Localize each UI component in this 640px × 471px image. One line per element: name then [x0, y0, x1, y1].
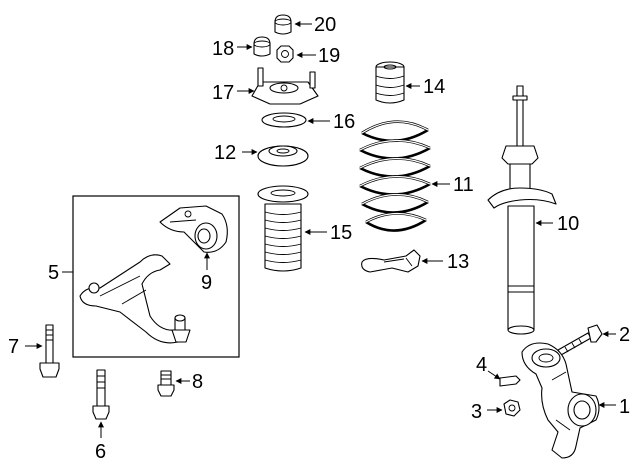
- part-1-steering-knuckle[interactable]: [521, 342, 600, 459]
- callout-9-label: 9: [201, 272, 212, 294]
- callout-13-label: 13: [447, 251, 469, 273]
- callout-18-label: 18: [212, 38, 234, 60]
- callout-1-label: 1: [619, 396, 630, 418]
- callout-7-label: 7: [8, 336, 19, 358]
- callout-8-label: 8: [192, 371, 203, 393]
- callout-4-label: 4: [476, 354, 487, 376]
- callout-14: 14: [405, 76, 445, 98]
- part-9-arm-bushing[interactable]: [159, 205, 228, 253]
- part-17-strut-mount[interactable]: [251, 67, 319, 105]
- part-7-bolt[interactable]: [39, 324, 60, 378]
- callout-15: 15: [304, 222, 352, 244]
- part-19-nut[interactable]: [276, 45, 294, 63]
- control-arm-group-box: [72, 195, 240, 358]
- callout-5-label: 5: [48, 262, 59, 284]
- part-6-bolt[interactable]: [92, 369, 110, 420]
- callout-6: 6: [95, 421, 106, 463]
- callout-14-label: 14: [423, 76, 445, 98]
- callout-20-label: 20: [314, 14, 336, 36]
- callout-10-label: 10: [557, 213, 579, 235]
- callout-19-label: 19: [318, 45, 340, 67]
- part-18-bushing[interactable]: [253, 36, 271, 57]
- part-14-bump-stop[interactable]: [375, 61, 405, 104]
- callout-2-label: 2: [619, 324, 630, 346]
- callout-6-label: 6: [95, 441, 106, 463]
- callout-20: 20: [294, 14, 336, 36]
- callout-3: 3: [471, 401, 503, 423]
- part-15-dust-boot[interactable]: [257, 185, 309, 272]
- part-5-lower-control-arm[interactable]: [79, 254, 191, 344]
- callout-5: 5: [48, 262, 73, 284]
- part-11-coil-spring[interactable]: [359, 120, 431, 232]
- callout-3-label: 3: [471, 401, 482, 423]
- part-2-bolt[interactable]: [557, 324, 603, 356]
- callout-9: 9: [201, 252, 212, 294]
- callout-13: 13: [421, 251, 469, 273]
- callout-16-label: 16: [333, 111, 355, 133]
- callout-8: 8: [175, 371, 203, 393]
- callout-1: 1: [598, 396, 630, 418]
- callout-17: 17: [212, 82, 255, 104]
- callout-12: 12: [214, 142, 258, 164]
- callout-17-label: 17: [212, 82, 234, 104]
- callout-4: 4: [476, 354, 501, 380]
- callout-10: 10: [535, 213, 579, 235]
- part-12-spring-seat[interactable]: [257, 145, 309, 167]
- part-13-spring-insulator[interactable]: [361, 249, 421, 273]
- callout-7: 7: [8, 336, 43, 358]
- callout-11-label: 11: [453, 174, 474, 196]
- callout-18: 18: [212, 38, 253, 60]
- part-16-bearing[interactable]: [261, 112, 307, 128]
- part-8-bolt[interactable]: [157, 370, 175, 397]
- part-20-bump-cap[interactable]: [274, 14, 292, 35]
- callout-12-label: 12: [214, 142, 236, 164]
- part-3-nut[interactable]: [503, 399, 521, 417]
- callout-19: 19: [296, 45, 340, 67]
- callout-2: 2: [602, 324, 630, 346]
- callout-15-label: 15: [330, 222, 352, 244]
- part-10-strut[interactable]: [487, 85, 557, 335]
- part-4-clip[interactable]: [499, 375, 521, 387]
- callout-16: 16: [307, 111, 355, 133]
- callout-11: 11: [431, 174, 474, 196]
